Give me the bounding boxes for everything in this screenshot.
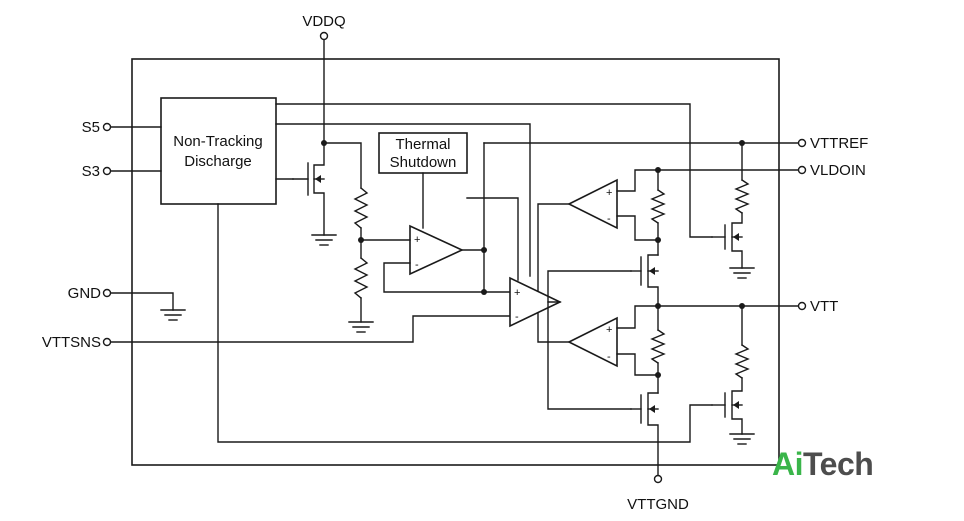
error-amp-lower-wire	[537, 312, 570, 343]
error-amp-upper-wire	[537, 203, 570, 292]
pin-label-gnd: GND	[68, 285, 102, 302]
logo-part-tech: Tech	[803, 446, 874, 482]
discharge-mosfet	[292, 142, 337, 246]
svg-text:+: +	[606, 324, 612, 336]
svg-text:-: -	[415, 259, 419, 271]
reference-opamp: + -	[409, 224, 464, 276]
pin-label-vddq: VDDQ	[302, 13, 345, 30]
pin-label-s5: S5	[82, 119, 100, 136]
upper-opamp-minus-wire	[616, 215, 659, 241]
pin-label-vttsns: VTTSNS	[42, 334, 101, 351]
non-tracking-discharge-block: Non-Tracking Discharge	[160, 97, 277, 205]
svg-text:+: +	[414, 234, 420, 246]
pin-gnd: GND	[68, 285, 186, 321]
svg-text:-: -	[515, 311, 519, 323]
thermal-label-line2: Shutdown	[390, 154, 457, 171]
pin-s5: S5	[82, 119, 162, 136]
thermal-label-line1: Thermal	[395, 136, 450, 153]
upper-opamp-plus-wire	[616, 169, 659, 192]
pin-label-s3: S3	[82, 163, 100, 180]
upper-output-mosfet	[630, 254, 659, 331]
pin-vtt: VTT	[657, 298, 838, 315]
divider-resistor-bottom	[353, 257, 369, 299]
pin-label-vttgnd: VTTGND	[627, 496, 689, 513]
pin-vldoin: VLDOIN	[657, 162, 866, 179]
upper-sense-resistor	[650, 189, 666, 224]
vtt-discharge-mosfet	[711, 377, 755, 445]
lower-driver-opamp: + -	[567, 316, 618, 368]
svg-text:+: +	[514, 287, 520, 299]
error-amp-upper-gate	[547, 270, 632, 303]
pin-vttgnd: VTTGND	[627, 474, 689, 513]
svg-text:-: -	[607, 213, 611, 225]
lower-opamp-plus-wire	[616, 305, 659, 329]
thermal-wire-amp	[466, 197, 519, 281]
discharge-wire-amp	[275, 123, 531, 277]
pin-vddq: VDDQ	[302, 13, 346, 144]
lower-opamp-minus-wire	[616, 353, 659, 376]
vttref-discharge-resistor	[734, 179, 750, 214]
error-amplifier: + -	[509, 276, 562, 328]
pin-label-vttref: VTTREF	[810, 135, 868, 152]
vtt-discharge-resistor	[734, 344, 750, 379]
upper-driver-opamp: + -	[567, 178, 618, 230]
feedback-wire	[383, 262, 511, 293]
lower-sense-resistor	[650, 329, 666, 364]
divider-resistor-top	[353, 187, 369, 229]
junction-dot	[655, 237, 661, 243]
divider-top-wire	[323, 142, 362, 189]
junction-dot	[481, 289, 487, 295]
discharge-label-line1: Non-Tracking	[173, 133, 262, 150]
error-amp-lower-gate	[547, 301, 632, 410]
thermal-shutdown-block: Thermal Shutdown	[378, 132, 468, 174]
chip-outline	[131, 58, 780, 466]
junction-dot	[655, 372, 661, 378]
svg-text:-: -	[607, 351, 611, 363]
pin-vttref: VTTREF	[741, 135, 868, 152]
pin-label-vldoin: VLDOIN	[810, 162, 866, 179]
vttref-discharge-mosfet	[711, 212, 755, 279]
lower-output-mosfet	[630, 392, 659, 476]
aitech-logo: AiTech	[772, 446, 874, 483]
discharge-label-line2: Discharge	[184, 153, 252, 170]
pin-vttsns: VTTSNS	[42, 315, 511, 351]
discharge-wire-vtt	[217, 203, 713, 443]
svg-text:+: +	[606, 187, 612, 199]
logo-part-ai: Ai	[772, 446, 804, 482]
pin-s3: S3	[82, 163, 162, 180]
pin-label-vtt: VTT	[810, 298, 838, 315]
